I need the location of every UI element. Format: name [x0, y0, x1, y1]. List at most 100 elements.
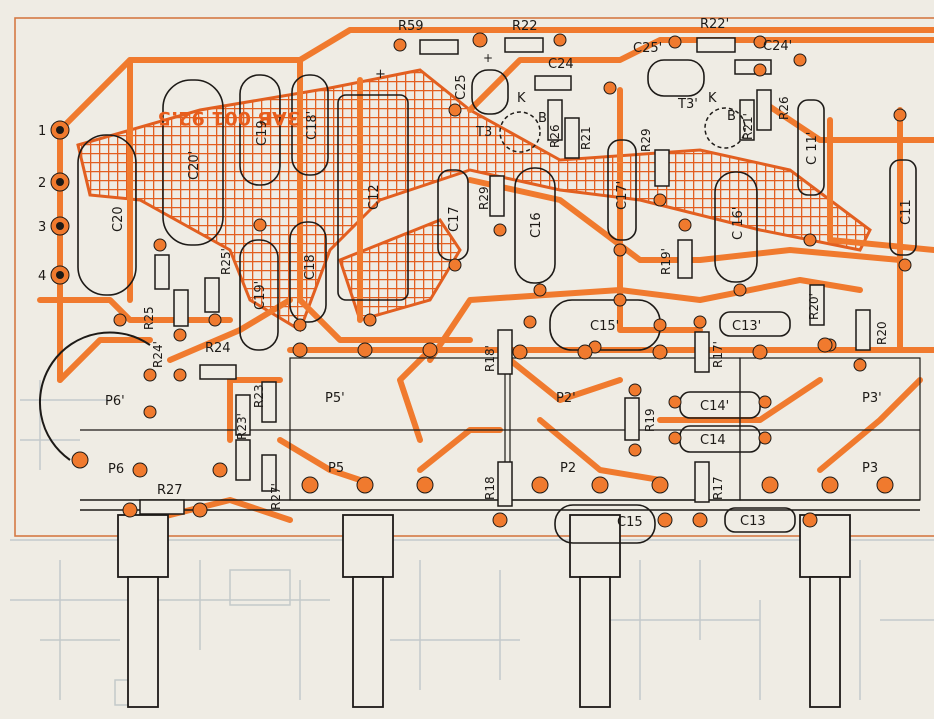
board-code-mirrored: 3AB 001 92.5: [158, 107, 300, 129]
pot-shaft-p6: [117, 514, 169, 708]
label-r24p: R24': [151, 341, 165, 368]
label-p3: P3: [862, 461, 878, 476]
cap-c12: [337, 94, 409, 301]
pot-frames: [80, 357, 921, 501]
transistor-t3: [499, 111, 541, 153]
label-r25: R25: [142, 306, 156, 330]
label-r22: R22: [512, 19, 538, 34]
cap-c25: [471, 69, 509, 115]
label-c12: C12: [367, 184, 382, 210]
label-r29: R29: [477, 186, 491, 210]
label-r17: R17: [711, 476, 725, 500]
label-p3p: P3': [862, 391, 882, 406]
polarity-plus-c12: +: [375, 67, 386, 82]
label-t3p: T3': [677, 97, 698, 112]
label-r26: R26: [548, 124, 562, 148]
label-p2: P2: [560, 461, 576, 476]
label-p5: P5: [328, 461, 344, 476]
label-p5p: P5': [325, 391, 345, 406]
label-r21p: R21': [741, 113, 755, 140]
label-r20: R20: [875, 321, 889, 345]
label-r19p: R19': [659, 248, 673, 275]
label-r21: R21: [579, 126, 593, 150]
transistor-t3p: [704, 107, 746, 149]
label-c14p: C14': [700, 399, 729, 414]
pot-p6-arc: [38, 331, 151, 461]
transistors: [499, 107, 746, 153]
label-r27p: R27': [269, 483, 283, 510]
label-c19p: C19': [253, 281, 268, 310]
component-labels: R59 R22 R22' C24 C24' C25' T3 T3' K K B …: [105, 17, 882, 530]
label-r59: R59: [398, 19, 424, 34]
label-c15p: C15': [590, 319, 619, 334]
component-labels-vertical: C20 C20' C19 C18' C12 C25 R26 R21 R29 C1…: [111, 74, 914, 510]
label-c18p: C18': [305, 111, 320, 140]
pin-label-3: 3: [38, 220, 46, 235]
cap-c16: [514, 167, 556, 284]
cap-c20p: [162, 79, 224, 246]
cap-c11: [889, 159, 917, 256]
label-c24: C24: [548, 57, 574, 72]
label-c17: C17: [447, 206, 462, 232]
label-r17p: R17': [711, 341, 725, 368]
label-r24: R24: [205, 341, 231, 356]
label-c25p: C25': [633, 41, 662, 56]
cap-c18: [289, 221, 327, 323]
pot-shaft-p5: [342, 514, 394, 708]
label-c15: C15: [617, 515, 643, 530]
label-p6: P6: [108, 462, 124, 477]
pin-label-2: 2: [38, 176, 46, 191]
label-c14: C14: [700, 433, 726, 448]
label-p2p: P2': [556, 391, 576, 406]
label-bp: B: [727, 109, 736, 124]
cap-c25p: [647, 59, 705, 97]
label-p6p: P6': [105, 394, 125, 409]
pcb-board-outline: [14, 17, 934, 537]
label-r23p: R23': [235, 413, 249, 440]
label-c20p: C20': [187, 151, 202, 180]
label-r27: R27: [157, 483, 183, 498]
label-c18: C18: [303, 254, 318, 280]
cap-c19p: [239, 239, 279, 351]
label-b: B: [538, 111, 547, 126]
label-r29p: R29: [639, 128, 653, 152]
label-c24p: C24': [763, 39, 792, 54]
resistors: [139, 37, 871, 515]
label-r22p: R22': [700, 17, 729, 32]
cap-c13p: [719, 311, 791, 337]
label-c11: C11: [899, 199, 914, 225]
label-r18: R18: [483, 476, 497, 500]
label-r20p: R20': [807, 293, 821, 320]
label-r23: R23: [252, 384, 266, 408]
label-r18p: R18': [483, 345, 497, 372]
pot-shafts: [117, 514, 851, 708]
cap-c18p: [291, 74, 329, 176]
cap-c11p: [797, 99, 825, 196]
label-r25p: R25': [219, 248, 233, 275]
pot-shaft-p2: [569, 514, 621, 708]
label-c16p: C 16': [731, 207, 746, 240]
cap-c13: [724, 507, 796, 533]
label-c25: C25: [454, 74, 469, 100]
label-c13p: C13': [732, 319, 761, 334]
cap-c15: [554, 504, 656, 544]
label-c20: C20: [111, 206, 126, 232]
cap-c17p: [607, 139, 637, 241]
copper-traces: [37, 27, 934, 523]
label-k: K: [517, 91, 526, 106]
polarity-plus-c25: +: [483, 51, 493, 65]
label-r19: R19: [643, 408, 657, 432]
label-c19: C19: [255, 120, 270, 146]
label-c16: C16: [529, 212, 544, 238]
label-r26p: R26: [777, 96, 791, 120]
cap-c16p: [714, 171, 758, 283]
cap-c20: [77, 134, 137, 296]
label-kp: K: [708, 91, 717, 106]
pot-shaft-p3: [799, 514, 851, 708]
label-c13: C13: [740, 514, 766, 529]
label-t3: T3: [475, 125, 492, 140]
cap-c19: [239, 74, 281, 186]
label-c11p: C 11': [805, 132, 820, 165]
